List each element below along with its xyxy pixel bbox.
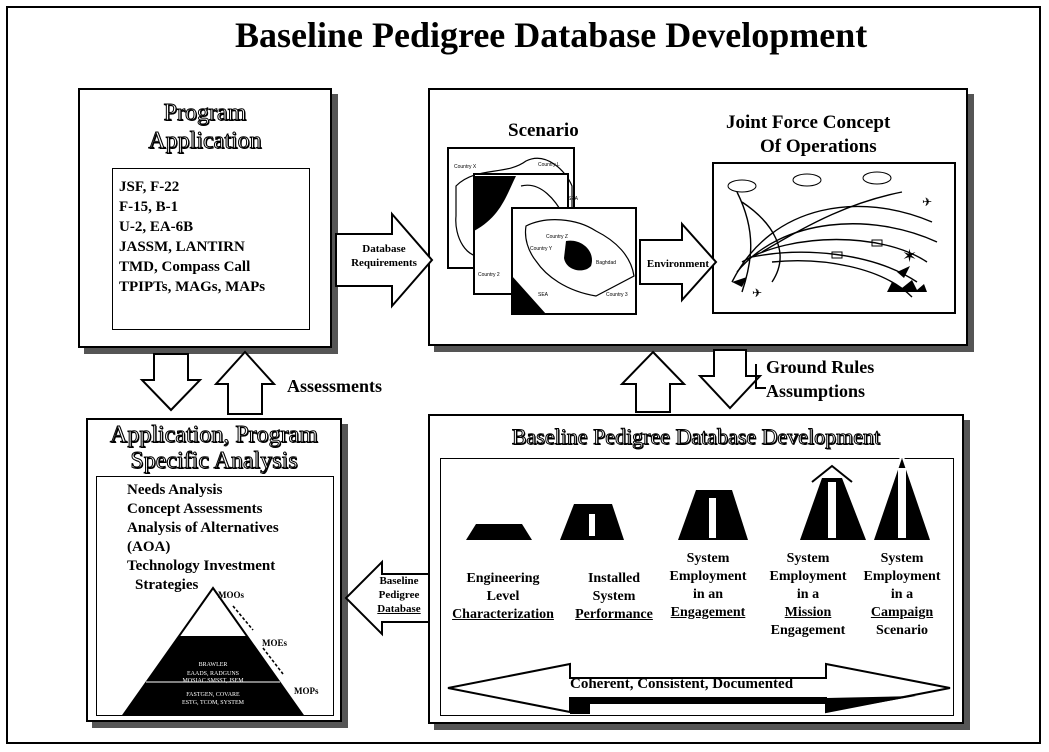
assumptions-label: Assumptions	[766, 381, 866, 401]
level-engagement: System Employment in an Engagement	[669, 551, 747, 620]
list-item: Strategies	[135, 577, 199, 593]
analysis-list: Needs Analysis Concept Assessments Analy…	[127, 481, 279, 595]
list-item: JASSM, LANTIRN	[119, 239, 245, 255]
up-arrow-analysis-to-program	[213, 350, 277, 415]
list-item: TPIPTs, MAGs, MAPs	[119, 279, 266, 295]
pyramid-tier2b-label: MOSIAC SMSST, JSEM	[182, 678, 244, 684]
level-mission: System Employment in a Mission Engagemen…	[769, 551, 847, 638]
program-application-panel: Program Application JSF, F-22 F-15, B-1 …	[78, 88, 332, 348]
level-campaign: System Employment in a Campaign Scenario	[863, 551, 941, 638]
map-label: Country Y	[530, 246, 553, 252]
svg-text:✈: ✈	[922, 195, 932, 209]
list-item: Analysis of Alternatives	[127, 520, 279, 536]
analysis-content-box: Needs Analysis Concept Assessments Analy…	[96, 476, 334, 716]
analysis-title-line2: Specific Analysis	[130, 448, 298, 475]
environment-arrow	[639, 221, 718, 303]
map-label: Country X	[454, 164, 477, 170]
development-inner-box	[440, 458, 954, 716]
assessments-label: Assessments	[287, 376, 383, 396]
development-panel-title: Baseline Pedigree Database Development	[511, 424, 881, 450]
slide-title: Baseline Pedigree Database Development	[235, 15, 868, 55]
list-item: (AOA)	[127, 539, 171, 555]
pyramid-tier3b-label: ESTG, TCOM, SYSTEM	[182, 700, 245, 706]
svg-text:✶: ✶	[902, 246, 917, 267]
map-label: Country 3	[606, 292, 628, 298]
level-installed-system: Installed System Performance	[575, 571, 653, 622]
concept-of-operations-map: ✶ ✈ ✈	[712, 162, 956, 314]
list-item: Technology Investment	[127, 558, 276, 574]
down-arrow-program-to-analysis	[139, 353, 203, 412]
pyramid-tier2a-label: EAADS, RADGUNS	[187, 671, 239, 677]
list-item: U-2, EA-6B	[119, 219, 194, 235]
program-title-line1: Program	[163, 100, 247, 127]
ground-rules-label: Ground Rules	[766, 357, 875, 377]
database-requirements-label: Database Requirements	[351, 243, 417, 269]
level-icons	[466, 453, 930, 540]
list-item: F-15, B-1	[119, 199, 179, 215]
coherent-banner-text: Coherent, Consistent, Documented	[570, 676, 794, 692]
list-item: JSF, F-22	[119, 179, 180, 195]
level-engineering: Engineering Level Characterization	[452, 571, 554, 622]
list-item: TMD, Compass Call	[119, 259, 251, 275]
down-arrow-scenario-to-development	[697, 349, 763, 410]
mops-label: MOPs	[294, 686, 319, 696]
ground-rules-bracket	[755, 364, 766, 389]
scenario-maps: Country X Country L Country Y Country Z …	[447, 147, 637, 315]
pyramid-tier1-label: BRAWLER	[199, 662, 228, 668]
map-label: Country Z	[546, 234, 568, 240]
map-label: Country L	[538, 162, 560, 168]
environment-label: Environment	[646, 258, 710, 270]
program-title-line2: Application	[148, 128, 262, 155]
scenario-label: Scenario	[508, 120, 579, 141]
map-label: Baghdad	[596, 260, 616, 266]
database-requirements-arrow	[335, 211, 434, 309]
database-development-panel: Baseline Pedigree Database Development	[428, 414, 964, 724]
measures-pyramid: BRAWLER EAADS, RADGUNS MOSIAC SMSST, JSE…	[122, 586, 319, 715]
up-arrow-development-to-scenario	[619, 350, 687, 413]
concept-title-line1: Joint Force Concept	[726, 112, 891, 133]
program-list-box: JSF, F-22 F-15, B-1 U-2, EA-6B JASSM, LA…	[112, 168, 310, 330]
map-label: SEA	[538, 292, 549, 298]
program-list: JSF, F-22 F-15, B-1 U-2, EA-6B JASSM, LA…	[119, 177, 265, 297]
slide-frame	[6, 6, 1041, 744]
svg-text:✈: ✈	[752, 286, 762, 300]
pyramid-tier3a-label: FASTGEN, COVARE	[186, 692, 240, 698]
baseline-database-label: Baseline Pedigree Database	[377, 575, 421, 615]
coherent-double-arrow	[447, 662, 951, 714]
moos-label: MOOs	[218, 590, 244, 600]
concept-title-line2: Of Operations	[760, 136, 877, 157]
baseline-database-arrow	[344, 559, 433, 637]
list-item: Needs Analysis	[127, 482, 223, 498]
analysis-title-line1: Application, Program	[110, 422, 319, 449]
map-label: Country 2	[478, 272, 500, 278]
map-label: SEA	[568, 196, 579, 202]
list-item: Concept Assessments	[127, 501, 263, 517]
moes-label: MOEs	[262, 638, 287, 648]
